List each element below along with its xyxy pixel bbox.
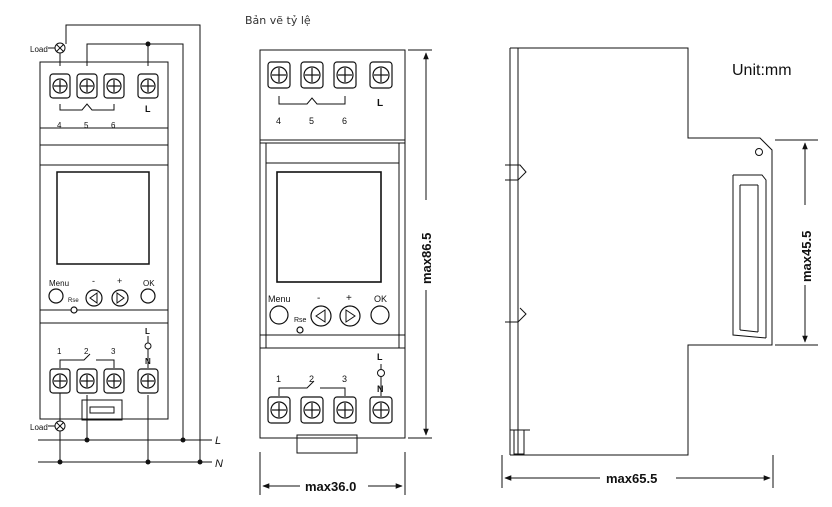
front-reset-label: Rse [294, 317, 307, 324]
front-terminal-5: 5 [309, 116, 314, 126]
left-terminal-3: 3 [111, 347, 116, 356]
neutral-label: N [215, 458, 223, 470]
left-button-label-minus: - [92, 276, 95, 286]
left-button-label-ok: OK [143, 279, 155, 288]
circle-button-icon [140, 288, 156, 304]
front-button-label-minus: - [317, 293, 320, 304]
load-label-top: Load [30, 45, 48, 54]
circle-button-icon [370, 305, 390, 325]
load-lamp-icon [54, 42, 66, 54]
front-terminal-3: 3 [342, 374, 347, 384]
wiring-junctions [57, 41, 203, 465]
left-top-terminals [49, 73, 159, 99]
dimension-width: max36.0 [305, 479, 356, 494]
front-button-label-plus: + [346, 293, 352, 304]
front-button-label-menu: Menu [268, 294, 291, 304]
caption: Bản vẽ tỷ lệ [245, 14, 311, 27]
left-terminal-1: 1 [57, 347, 62, 356]
lcd-display-front [276, 171, 382, 283]
left-bottom-terminals [49, 368, 159, 394]
load-label-bottom: Load [30, 423, 48, 432]
left-top-power-label: L [145, 104, 151, 114]
left-button-label-plus: + [117, 276, 122, 286]
side-view [505, 47, 773, 456]
dimension-rail: max45.5 [799, 231, 814, 282]
front-terminal-2: 2 [309, 374, 314, 384]
front-terminal-1: 1 [276, 374, 281, 384]
front-view [259, 49, 406, 454]
left-button-label-menu: Menu [49, 279, 69, 288]
dimension-depth: max65.5 [606, 471, 657, 486]
line-label: L [215, 435, 221, 447]
left-bottom-power-n: N [145, 357, 151, 366]
left-terminal-2: 2 [84, 347, 89, 356]
left-reset-label: Rse [68, 298, 79, 304]
dimension-height: max86.5 [419, 233, 434, 284]
wiring-diagram [38, 24, 212, 463]
circle-button-icon [269, 305, 289, 325]
front-terminal-6: 6 [342, 116, 347, 126]
front-button-label-ok: OK [374, 294, 387, 304]
lcd-display-left [56, 171, 150, 265]
left-bottom-power-l: L [145, 327, 150, 336]
front-bottom-power-n: N [377, 384, 384, 394]
front-terminal-4: 4 [276, 116, 281, 126]
unit-label: Unit:mm [732, 62, 792, 79]
circle-button-icon [48, 288, 64, 304]
front-bottom-terminals [267, 396, 393, 424]
left-terminal-4: 4 [57, 121, 62, 130]
front-top-power-label: L [377, 98, 383, 109]
left-terminal-5: 5 [84, 121, 89, 130]
left-terminal-6: 6 [111, 121, 116, 130]
front-top-terminals [267, 61, 393, 89]
load-lamp-icon [54, 420, 66, 432]
front-bottom-power-l: L [377, 352, 383, 362]
